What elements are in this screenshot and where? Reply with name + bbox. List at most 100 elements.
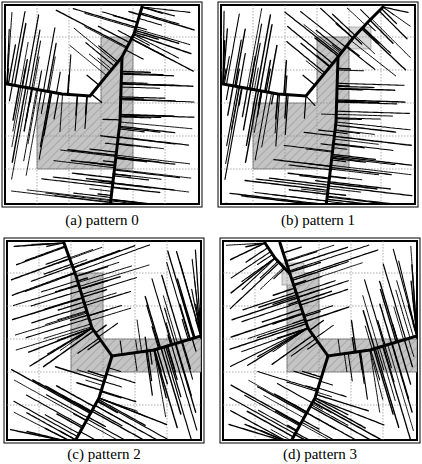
flow-line <box>337 86 375 87</box>
flow-line <box>230 193 327 204</box>
flow-line <box>337 88 395 90</box>
flow-line <box>330 186 412 196</box>
flow-line <box>286 417 299 424</box>
flow-line <box>16 327 90 350</box>
flow-line <box>92 95 102 103</box>
flow-line <box>288 426 297 431</box>
flow-line <box>99 400 145 426</box>
flow-line <box>105 143 117 144</box>
flow-line <box>335 132 347 134</box>
flow-line <box>178 279 195 337</box>
flow-line <box>338 114 393 116</box>
flow-line <box>105 382 122 387</box>
flow-line <box>393 324 398 341</box>
panel-b <box>218 2 418 211</box>
flow-line <box>29 328 92 352</box>
flow-line <box>223 29 227 84</box>
flow-line <box>85 292 130 306</box>
flow-line <box>85 96 87 128</box>
flow-line <box>309 321 323 331</box>
flow-line <box>32 41 41 88</box>
flow-line <box>180 304 191 340</box>
flow-line <box>12 88 29 179</box>
flow-line <box>411 281 417 336</box>
flow-line <box>260 267 284 289</box>
panel-caption: (b) pattern 1 <box>281 212 355 228</box>
flow-line <box>109 368 121 372</box>
flow-line <box>337 111 410 113</box>
flow-line <box>98 194 110 195</box>
panel-d <box>220 238 420 447</box>
flow-line <box>76 262 119 276</box>
flow-line <box>99 323 117 336</box>
flow-line <box>102 391 135 401</box>
flow-line <box>12 258 71 279</box>
flow-line <box>72 173 112 178</box>
flow-line <box>288 27 332 64</box>
flow-line <box>274 160 331 167</box>
flow-line <box>258 372 318 391</box>
ridge-line <box>74 356 112 440</box>
flow-line <box>80 277 121 290</box>
flow-line <box>363 28 390 54</box>
flow-line <box>120 126 175 132</box>
flow-line <box>85 13 135 28</box>
flow-line <box>399 261 417 336</box>
flow-line <box>328 182 390 189</box>
flow-line <box>223 11 224 84</box>
flow-line <box>285 95 288 135</box>
flow-line <box>106 374 135 383</box>
flow-line <box>90 189 112 192</box>
flow-line <box>255 193 327 201</box>
flow-line <box>168 335 171 345</box>
flow-line <box>352 338 354 353</box>
flow-line <box>163 296 177 344</box>
flow-line <box>347 8 365 25</box>
flow-line <box>73 9 135 28</box>
flow-line <box>147 305 160 348</box>
flow-line <box>137 320 142 352</box>
flow-line <box>266 69 270 91</box>
flow-line <box>256 179 328 187</box>
flow-line <box>336 125 396 132</box>
flow-line <box>336 122 411 130</box>
flow-line <box>334 136 411 145</box>
flow-line <box>68 55 71 95</box>
flow-line <box>284 61 286 93</box>
flow-line <box>48 44 56 91</box>
flow-line <box>86 380 103 385</box>
flow-line <box>87 162 114 165</box>
flow-line <box>75 96 78 131</box>
flow-line <box>53 177 113 184</box>
flow-line <box>123 71 151 73</box>
flow-line <box>409 340 414 357</box>
flow-line <box>286 76 287 93</box>
flow-line <box>22 60 27 87</box>
flow-line <box>166 323 173 345</box>
flow-line <box>344 354 347 371</box>
flow-line <box>384 7 411 26</box>
flow-line <box>316 31 342 51</box>
flow-line <box>33 57 39 89</box>
flow-line <box>244 90 251 129</box>
flow-line <box>25 246 65 261</box>
flow-line <box>30 328 92 366</box>
flow-line <box>80 265 149 286</box>
flow-line <box>192 339 196 351</box>
panel-caption: (a) pattern 0 <box>65 212 138 228</box>
flow-line <box>332 14 354 34</box>
flow-line <box>150 352 152 364</box>
flow-line <box>298 281 348 298</box>
flow-line <box>250 24 262 88</box>
flow-line <box>289 190 326 194</box>
flow-line <box>86 179 113 182</box>
flow-line <box>363 296 379 349</box>
flow-line <box>98 58 112 69</box>
flow-line <box>330 176 362 180</box>
flow-line <box>145 297 160 347</box>
flow-line <box>192 259 201 336</box>
flow-line <box>412 265 417 335</box>
flow-line <box>269 178 329 185</box>
flow-line <box>89 54 110 71</box>
flow-line <box>272 94 274 104</box>
